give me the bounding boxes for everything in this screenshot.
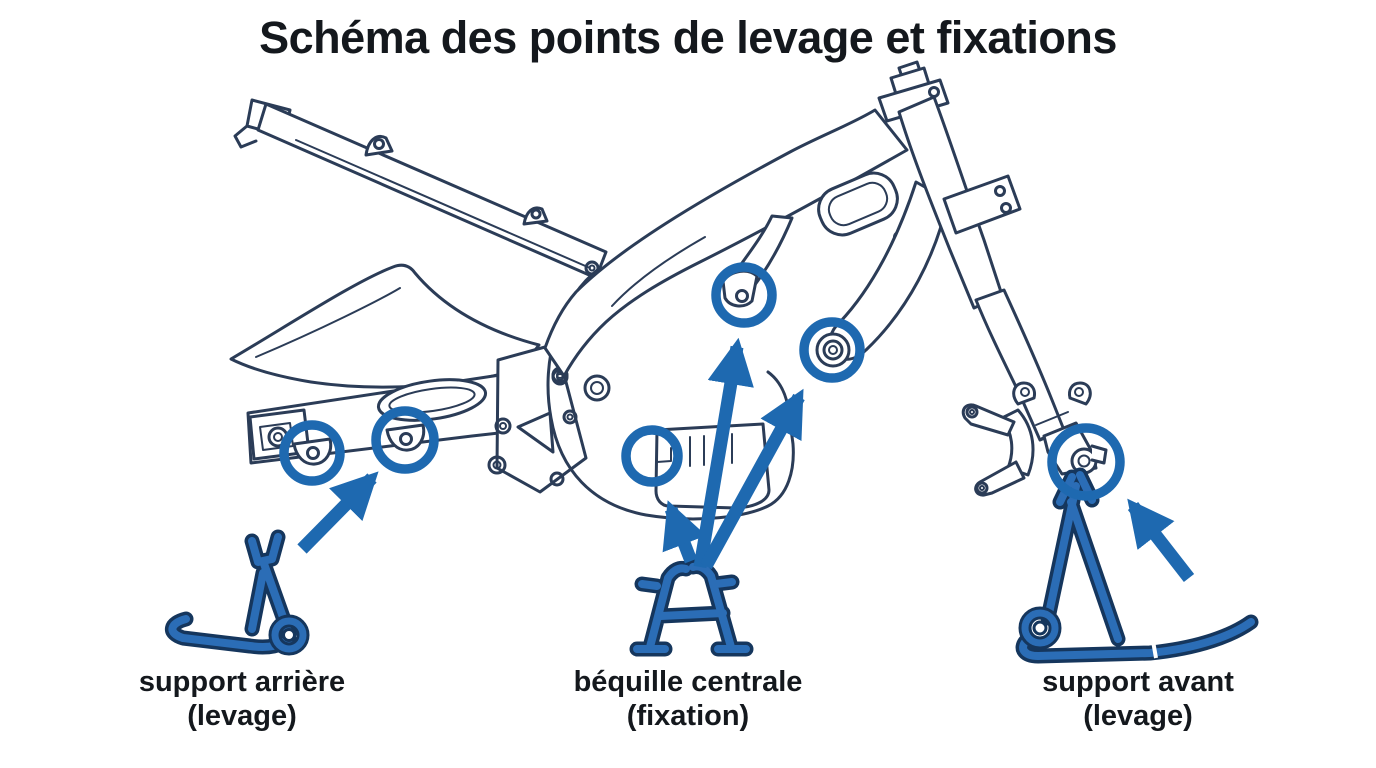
center-stand-icon bbox=[637, 566, 746, 649]
label-rear-support-line1: support arrière bbox=[138, 666, 346, 698]
highlight-circle-rear-1 bbox=[279, 420, 345, 486]
frame-line-art bbox=[229, 60, 1108, 521]
highlight-circles bbox=[279, 262, 1125, 501]
arrow-to-center-fixation-right bbox=[700, 388, 805, 570]
main-frame-spar bbox=[543, 108, 909, 378]
label-front-support-line1: support avant bbox=[1042, 666, 1234, 698]
tail-fin bbox=[229, 263, 541, 389]
label-rear-support: support arrière (levage) bbox=[42, 665, 442, 733]
diagram-title: Schéma des points de levage et fixations bbox=[259, 12, 1117, 63]
rear-stand-icon bbox=[172, 537, 310, 656]
arrow-to-front-lift-point bbox=[1127, 498, 1195, 582]
arrow-to-center-fixation-left bbox=[662, 500, 707, 564]
front-stand-icon bbox=[1023, 475, 1251, 658]
front-fork bbox=[877, 60, 1108, 497]
label-center-stand-line1: béquille centrale bbox=[573, 666, 803, 698]
highlight-circle-rear-2 bbox=[371, 406, 439, 474]
rear-subframe bbox=[233, 98, 608, 280]
label-center-stand-line2: (fixation) bbox=[626, 700, 750, 732]
pointer-arrows bbox=[297, 337, 1195, 582]
highlight-circle-center-upper bbox=[711, 262, 777, 328]
highlight-circle-center-right bbox=[799, 317, 865, 383]
highlight-circle-center-lower bbox=[621, 425, 683, 487]
highlight-circle-front-axle bbox=[1047, 423, 1125, 501]
swingarm bbox=[246, 373, 545, 466]
label-center-stand: béquille centrale (fixation) bbox=[488, 665, 888, 733]
label-front-support: support avant (levage) bbox=[938, 665, 1338, 733]
label-front-support-line2: (levage) bbox=[1083, 700, 1193, 732]
frame-down-legs bbox=[721, 180, 950, 368]
label-rear-support-line2: (levage) bbox=[187, 700, 297, 732]
arrow-to-center-fixation-top bbox=[693, 337, 754, 569]
arrow-to-rear-lift-points bbox=[297, 471, 379, 554]
